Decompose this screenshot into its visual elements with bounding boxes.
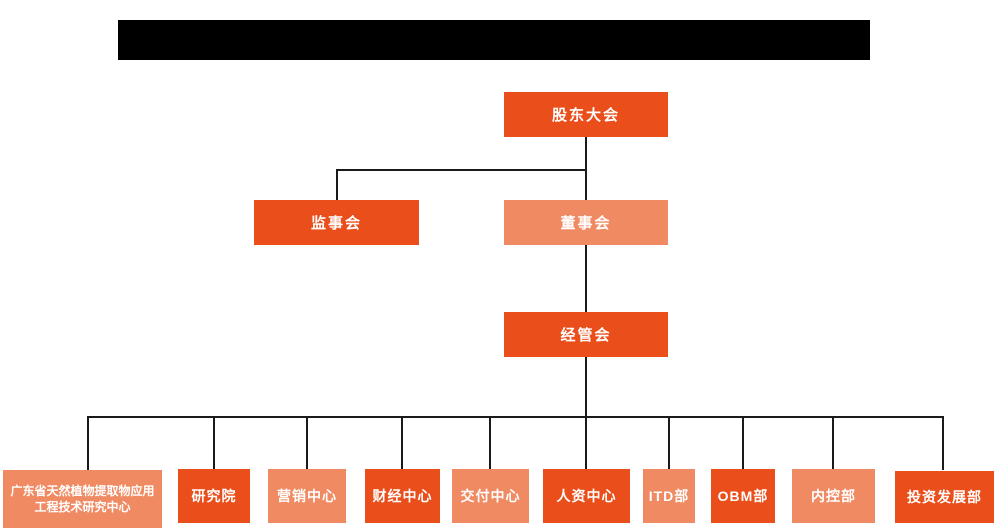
node-label: 董事会 [560, 215, 612, 232]
dept-investment-development: 投资发展部 [895, 471, 994, 523]
connector-line [489, 416, 491, 470]
connector-line [832, 416, 834, 470]
dept-marketing-center: 营销中心 [268, 469, 346, 523]
node-label: OBM部 [717, 488, 769, 504]
node-label: 投资发展部 [907, 489, 982, 505]
node-supervisory-board: 监事会 [254, 200, 419, 245]
connector-line [585, 357, 587, 470]
dept-obm: OBM部 [711, 469, 775, 523]
connector-line [213, 416, 215, 470]
redacted-title-bar [118, 20, 870, 60]
connector-line [668, 416, 670, 470]
connector-line [401, 416, 403, 470]
node-label: 人资中心 [556, 488, 617, 504]
connector-line [585, 137, 587, 200]
node-label: 股东大会 [551, 107, 620, 124]
node-label: 交付中心 [460, 488, 521, 504]
node-board-of-directors: 董事会 [504, 200, 668, 245]
node-label: 监事会 [310, 215, 362, 232]
node-label: 经管会 [560, 327, 612, 344]
node-label: ITD部 [648, 488, 690, 504]
dept-delivery-center: 交付中心 [452, 469, 529, 523]
dept-hr-center: 人资中心 [543, 469, 630, 523]
connector-line [336, 169, 338, 200]
dept-guangdong-plant-extract-research-center: 广东省天然植物提取物应用工程技术研究中心 [3, 470, 162, 528]
node-label: 内控部 [811, 488, 856, 504]
dept-internal-control: 内控部 [792, 469, 875, 523]
node-management-committee: 经管会 [504, 312, 668, 357]
connector-line [306, 416, 308, 470]
node-label: 研究院 [191, 488, 237, 504]
dept-finance-center: 财经中心 [365, 469, 440, 523]
connector-line [336, 169, 587, 171]
node-label: 广东省天然植物提取物应用工程技术研究中心 [10, 483, 155, 514]
dept-research-institute: 研究院 [178, 469, 250, 523]
connector-line [87, 416, 89, 470]
connector-line [585, 245, 587, 312]
node-label: 财经中心 [372, 488, 433, 504]
node-label: 营销中心 [277, 488, 337, 504]
connector-line [942, 416, 944, 470]
dept-itd: ITD部 [643, 469, 695, 523]
connector-line [87, 416, 944, 418]
connector-line [742, 416, 744, 470]
node-shareholders-meeting: 股东大会 [504, 92, 668, 137]
